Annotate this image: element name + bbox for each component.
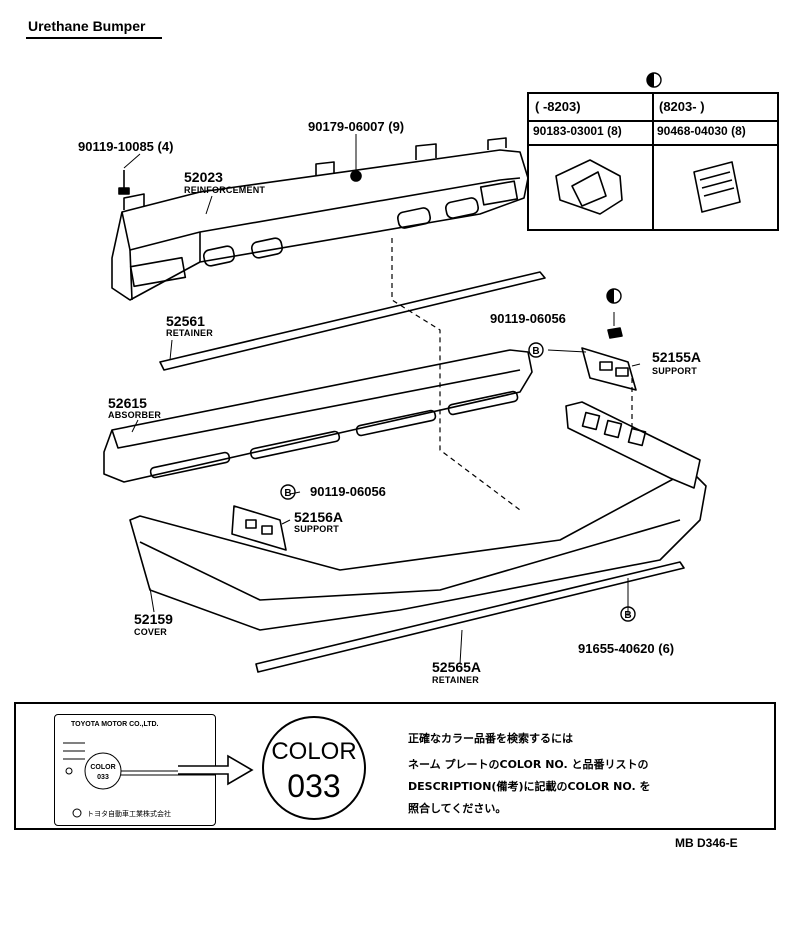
part-new: 90468-04030 (8) (657, 124, 746, 138)
part-old: 90183-03001 (8) (533, 124, 622, 138)
title-underline (26, 37, 162, 39)
reference-code: MB D346-E (675, 836, 738, 850)
half-circle-icon (606, 72, 662, 304)
label-bolt-support: 90119-06056 (490, 311, 566, 326)
note-line-2: ネーム プレートのCOLOR NO. と品番リストの (408, 758, 649, 771)
label-nut: 90179-06007 (9) (308, 119, 405, 134)
label-support-b-number: 52156A (294, 509, 344, 525)
note-line-3: DESCRIPTION(備考)に記載のCOLOR NO. を (408, 780, 651, 793)
retainer-upper-drawing (159, 271, 546, 371)
label-bolt-support-2: 90119-06056 (310, 484, 386, 499)
clip-old-drawing (555, 159, 623, 215)
label-reinforcement-number: 52023 (184, 169, 223, 185)
callout-b-2: B (284, 488, 291, 499)
label-cover-name: COVER (134, 627, 168, 637)
label-retainer-lower-number: 52565A (432, 659, 482, 675)
label-reinforcement-name: REINFORCEMENT (184, 185, 266, 195)
label-bolt-lower: 91655-40620 (6) (578, 641, 675, 656)
label-retainer-upper-name: RETAINER (166, 328, 213, 338)
callout-b-3: B (624, 610, 631, 621)
plate-color-word: COLOR (90, 764, 115, 771)
reinforcement-drawing (111, 137, 529, 301)
label-absorber-name: ABSORBER (108, 410, 162, 420)
note-line-1: 正確なカラー品番を検索するには (408, 732, 573, 745)
range-new: (8203- ) (659, 99, 705, 114)
color-circle: COLOR 033 (262, 716, 366, 820)
color-note-box: TOYOTA MOTOR CO.,LTD. COLOR 033 トヨタ自動車工業… (14, 702, 776, 830)
plate-color-code: 033 (97, 774, 109, 781)
plate-maker-text: TOYOTA MOTOR CO.,LTD. (71, 721, 159, 728)
label-support-a-number: 52155A (652, 349, 702, 365)
supersession-table: ( -8203) (8203- ) 90183-03001 (8) 90468-… (527, 92, 779, 231)
nut-drawing (350, 170, 362, 182)
label-retainer-upper-number: 52561 (166, 313, 205, 329)
plate-footer: トヨタ自動車工業株式会社 (87, 809, 171, 818)
label-support-b-name: SUPPORT (294, 524, 339, 534)
label-retainer-lower-name: RETAINER (432, 675, 479, 685)
exploded-parts-diagram: B B B (103, 72, 741, 673)
color-circle-word: COLOR (271, 738, 357, 765)
label-support-a-name: SUPPORT (652, 366, 697, 376)
clip-new-drawing (693, 161, 741, 213)
support-a-drawing (581, 327, 637, 391)
color-circle-code: 033 (287, 768, 341, 804)
range-old: ( -8203) (535, 99, 581, 114)
retainer-lower-drawing (255, 561, 685, 673)
arrow-icon (178, 754, 254, 786)
label-bolt: 90119-10085 (4) (78, 139, 174, 154)
absorber-drawing (103, 349, 533, 483)
callout-b-1: B (532, 346, 539, 357)
cover-drawing (129, 401, 707, 631)
label-absorber-number: 52615 (108, 395, 147, 411)
support-b-drawing (231, 505, 287, 551)
note-line-4: 照合してください。 (408, 802, 507, 815)
label-cover-number: 52159 (134, 611, 173, 627)
page-title: Urethane Bumper (28, 18, 146, 34)
bolt-drawing (118, 170, 130, 195)
